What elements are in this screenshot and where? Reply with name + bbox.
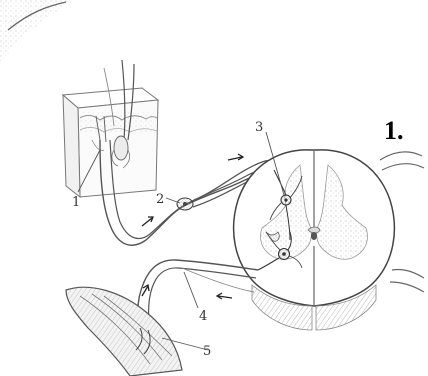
section-number: 1. [384,118,404,144]
spinal-cord-section [234,150,424,330]
motor-fiber [138,260,258,330]
skin-section [63,60,158,197]
callout-label-5: 5 [203,344,211,359]
callout-label-4: 4 [199,309,207,324]
callout-label-1: 1 [72,195,80,210]
dorsal-root-ganglion [177,198,193,210]
skeletal-muscle [66,287,182,376]
callout-label-3: 3 [255,120,263,135]
callout-label-2: 2 [156,192,164,207]
background-smudge [0,0,70,62]
